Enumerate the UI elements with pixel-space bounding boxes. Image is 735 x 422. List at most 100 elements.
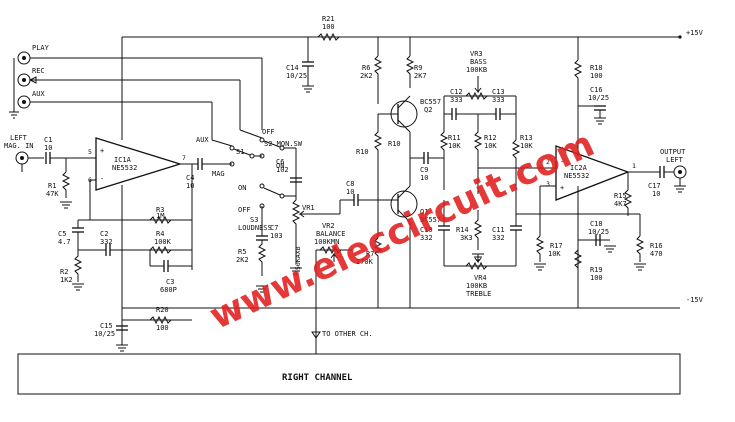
output-label-2: LEFT bbox=[666, 156, 684, 164]
output-left-jack bbox=[673, 165, 687, 193]
vr2-value: 100KMN bbox=[314, 238, 339, 246]
q1-transistor bbox=[390, 190, 418, 218]
ic1a-minus: - bbox=[100, 175, 104, 183]
r9-name: R9 bbox=[414, 64, 422, 72]
r6-resistor bbox=[373, 55, 383, 104]
r3-resistor bbox=[149, 215, 172, 225]
r20-resistor bbox=[149, 315, 172, 325]
vr4-value: 100KB bbox=[466, 282, 487, 290]
s3-on-label: ON bbox=[238, 184, 246, 192]
pos-supply-label: +15V bbox=[686, 29, 704, 37]
switch-s1 bbox=[211, 139, 262, 167]
r10-name: R10 bbox=[356, 148, 369, 156]
r15-name: R15 bbox=[614, 192, 627, 200]
r12-name: R12 bbox=[484, 134, 497, 142]
r14-value: 3K3 bbox=[460, 234, 473, 242]
r14-name: R14 bbox=[456, 226, 469, 234]
ic1a-pin5: 5 bbox=[88, 148, 92, 156]
r10-resistor bbox=[373, 114, 383, 206]
vr4-line3: TREBLE bbox=[466, 290, 491, 298]
c7-value: 103 bbox=[270, 232, 283, 240]
aux-label: AUX bbox=[32, 90, 45, 98]
c13-name: C13 bbox=[492, 88, 505, 96]
c12-name: C12 bbox=[450, 88, 463, 96]
r5-resistor bbox=[257, 240, 267, 276]
r15-value: 4K7 bbox=[614, 200, 627, 208]
c8-name: C8 bbox=[346, 180, 354, 188]
switch-s2 bbox=[239, 129, 296, 159]
r13-name: R13 bbox=[520, 134, 533, 142]
s2-off-label: OFF bbox=[262, 128, 275, 136]
c16-value: 10/25 bbox=[588, 94, 609, 102]
ic2a-plus: + bbox=[560, 184, 564, 192]
c5-name: C5 bbox=[58, 230, 66, 238]
r5-name: R5 bbox=[238, 248, 246, 256]
vr3-line2: BASS bbox=[470, 58, 487, 66]
c17-value: 10 bbox=[652, 190, 660, 198]
ic1a-opamp bbox=[95, 137, 183, 191]
play-label: PLAY bbox=[32, 44, 50, 52]
ic2a-pin1: 1 bbox=[632, 162, 636, 170]
rec-label: REC bbox=[32, 67, 45, 75]
r1-resistor bbox=[61, 171, 71, 198]
neg-supply-label: -15V bbox=[686, 296, 704, 304]
r1-value: 47K bbox=[46, 190, 59, 198]
r3-value: 1M bbox=[156, 212, 164, 220]
left-mag-label-1: LEFT bbox=[10, 134, 28, 142]
ic2a-part: NE5532 bbox=[564, 172, 589, 180]
r7-value: 270K bbox=[356, 258, 374, 266]
c13-value: 333 bbox=[492, 96, 505, 104]
left-mag-label-2: MAG. IN bbox=[4, 142, 34, 150]
vr2-name: VR2 bbox=[322, 222, 335, 230]
c15-value: 10/25 bbox=[94, 330, 115, 338]
r9-value: 2K7 bbox=[414, 72, 427, 80]
s2-name: S2 MON.SW bbox=[264, 140, 303, 148]
vr3-pot bbox=[465, 91, 488, 101]
ic2a-minus: - bbox=[560, 158, 564, 166]
r18-name: R18 bbox=[590, 64, 603, 72]
play-jack bbox=[17, 51, 262, 65]
r17-value: 10K bbox=[548, 250, 561, 258]
s2-on-label: ON bbox=[276, 162, 284, 170]
c10-name: C10 bbox=[420, 226, 433, 234]
r7-resistor bbox=[373, 237, 383, 280]
c17-name: C17 bbox=[648, 182, 661, 190]
r18-resistor bbox=[573, 59, 583, 92]
c7-name: C7 bbox=[270, 224, 278, 232]
vr2-pot bbox=[319, 245, 342, 255]
r10-label: R10 bbox=[388, 140, 401, 148]
r12-resistor bbox=[473, 114, 483, 194]
s3-off-label: OFF bbox=[238, 206, 251, 214]
ic2a-name: IC2A bbox=[570, 164, 588, 172]
c16-name: C16 bbox=[590, 86, 603, 94]
q1-name: Q1 bbox=[420, 208, 428, 216]
r17-name: R17 bbox=[550, 242, 563, 250]
vr1-pot bbox=[291, 199, 301, 264]
q2-name: BC557 bbox=[420, 98, 441, 106]
r18-value: 100 bbox=[590, 72, 603, 80]
to-other-label: TO OTHER CH. bbox=[322, 330, 373, 338]
c2-value: 332 bbox=[100, 238, 113, 246]
q2-part: Q2 bbox=[424, 106, 432, 114]
c5-value: 4.7 bbox=[58, 238, 71, 246]
c14-value: 10/25 bbox=[286, 72, 307, 80]
c1-name: C1 bbox=[44, 136, 52, 144]
vr1-name: VR1 bbox=[302, 204, 315, 212]
ic1a-pin7: 7 bbox=[182, 154, 186, 162]
r19-name: R19 bbox=[590, 266, 603, 274]
r13-value: 10K bbox=[520, 142, 533, 150]
r3-name: R3 bbox=[156, 206, 164, 214]
rec-jack bbox=[17, 73, 240, 87]
r11-resistor bbox=[439, 114, 449, 190]
vr3-value: 100KB bbox=[466, 66, 487, 74]
r4-resistor bbox=[149, 245, 172, 255]
vr3-name: VR3 bbox=[470, 50, 483, 58]
ic1a-part: NE5532 bbox=[112, 164, 137, 172]
r11-name: R11 bbox=[448, 134, 461, 142]
q1-part: BC557 bbox=[420, 216, 441, 224]
ic1a-name: IC1A bbox=[114, 156, 132, 164]
r20-value: 100 bbox=[156, 324, 169, 332]
ic2a-pin3: 3 bbox=[546, 180, 550, 188]
r6-value: 2K2 bbox=[360, 72, 373, 80]
vr4-pot bbox=[465, 261, 488, 271]
